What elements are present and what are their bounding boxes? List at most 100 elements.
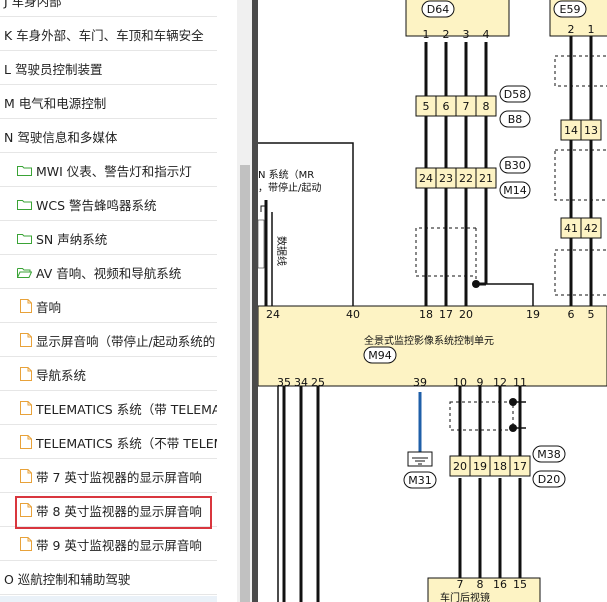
- door-mirror-unit: [427, 577, 541, 602]
- pin: 23: [439, 172, 453, 185]
- tree-item-telematics-without[interactable]: TELEMATICS 系统（不带 TELEMA: [0, 426, 217, 459]
- connector-b8-label: B8: [508, 113, 523, 126]
- pin: 18: [493, 460, 507, 473]
- connector-m31-tag: [403, 471, 437, 489]
- connector-d58-tag: [499, 85, 531, 103]
- connector-d58-label: D58: [504, 88, 526, 101]
- pin: 24: [266, 308, 280, 321]
- tree-item-label: 显示屏音响（带停止/起动系统的 M: [36, 333, 217, 349]
- pin: 41: [564, 222, 578, 235]
- pin: 4: [483, 28, 490, 41]
- pin: 34: [294, 376, 308, 389]
- pin: 12: [493, 376, 507, 389]
- pin: 24: [419, 172, 433, 185]
- tree-item-telematics-with[interactable]: TELEMATICS 系统（带 TELEMATI: [0, 392, 217, 425]
- wire-vertical-label: 数据线: [275, 236, 288, 266]
- connector-e-low: [560, 217, 602, 239]
- page-icon: [20, 401, 32, 415]
- pin: 20: [453, 460, 467, 473]
- folder-icon: [17, 199, 32, 210]
- pin: 25: [311, 376, 325, 389]
- page-icon: [20, 469, 32, 483]
- connector-d20-label: D20: [538, 473, 560, 486]
- connector-d20-tag: [532, 470, 566, 488]
- tree-item-j[interactable]: J 车身内部: [0, 0, 217, 17]
- shield-left: [415, 227, 476, 277]
- pin: 18: [419, 308, 433, 321]
- pin: 6: [568, 308, 575, 321]
- tree-item-audio[interactable]: 音响: [0, 290, 217, 323]
- tree-item-l[interactable]: L 驾驶员控制装置: [0, 52, 217, 85]
- scrollbar-thumb[interactable]: [240, 165, 250, 602]
- tree-item-7inch[interactable]: 带 7 英寸监视器的显示屏音响: [0, 460, 217, 493]
- connector-e-mid: [560, 119, 602, 141]
- wiring-diagram: D64 1 2 3 4 E59 2 1 5 6 7 8 D58 B8 1: [258, 0, 607, 602]
- tree-item-label: L 驾驶员控制装置: [4, 61, 103, 77]
- pin: 40: [346, 308, 360, 321]
- tree-item-navigation[interactable]: 导航系统: [0, 358, 217, 391]
- pin: 21: [479, 172, 493, 185]
- pin: 14: [564, 124, 578, 137]
- tree-item-k[interactable]: K 车身外部、车门、车顶和车辆安全: [0, 18, 217, 51]
- folder-icon: [17, 165, 32, 176]
- pin: 3: [463, 28, 470, 41]
- tree-item-mwi[interactable]: MWI 仪表、警告灯和指示灯: [0, 154, 217, 187]
- tree-item-m[interactable]: M 电气和电源控制: [0, 86, 217, 119]
- pin: 35: [277, 376, 291, 389]
- pin: 7: [457, 578, 464, 591]
- folder-open-icon: [17, 267, 32, 278]
- connector-m31-label: M31: [408, 474, 432, 487]
- tree-row-partial: [0, 596, 217, 602]
- tree-item-9inch[interactable]: 带 9 英寸监视器的显示屏音响: [0, 528, 217, 561]
- folder-icon: [17, 233, 32, 244]
- tree-item-label: SN 声纳系统: [36, 231, 108, 247]
- system-label-line1: N 系统（MR: [258, 168, 314, 181]
- connector-m38-label: M38: [537, 448, 561, 461]
- connector-d64-body: [405, 0, 510, 37]
- tree-item-label: 导航系统: [36, 367, 87, 383]
- pin: 2: [568, 23, 575, 36]
- system-label-line2: ，带停止/起动: [258, 181, 321, 194]
- connector-m14-label: M14: [503, 184, 527, 197]
- connector-m94-tag: [363, 346, 397, 364]
- pin: 5: [588, 308, 595, 321]
- pin: 8: [483, 100, 490, 113]
- tree-item-label: O 巡航控制和辅助驾驶: [4, 571, 131, 587]
- pin: 13: [584, 124, 598, 137]
- pin: 7: [463, 100, 470, 113]
- control-unit-name: 全景式监控影像系统控制单元: [364, 334, 494, 347]
- tree-item-8inch[interactable]: 带 8 英寸监视器的显示屏音响: [0, 494, 217, 527]
- pin: 19: [526, 308, 540, 321]
- page-icon: [20, 367, 32, 381]
- connector-m14-tag: [499, 181, 531, 199]
- wires-e59: [569, 36, 593, 306]
- sidebar-tree: J 车身内部 K 车身外部、车门、车顶和车辆安全 L 驾驶员控制装置 M 电气和…: [0, 0, 237, 602]
- tree-item-label: AV 音响、视频和导航系统: [36, 265, 182, 281]
- ground-icon: [407, 451, 433, 467]
- pin: 6: [443, 100, 450, 113]
- page-icon: [20, 333, 32, 347]
- connector-m38: [449, 455, 531, 477]
- pin: 1: [588, 23, 595, 36]
- connector-m38-tag: [532, 445, 566, 463]
- connector-d64-tag: [421, 0, 455, 18]
- tree-item-wcs[interactable]: WCS 警告蜂鸣器系统: [0, 188, 217, 221]
- tree-item-av[interactable]: AV 音响、视频和导航系统: [0, 256, 217, 289]
- pin: 16: [493, 578, 507, 591]
- tree-item-display-audio-ss[interactable]: 显示屏音响（带停止/起动系统的 M: [0, 324, 217, 357]
- tree-item-label: 音响: [36, 299, 62, 315]
- tree-item-sn[interactable]: SN 声纳系统: [0, 222, 217, 255]
- connector-d58: [415, 95, 497, 117]
- shield-right: [554, 55, 607, 296]
- tree-item-label: J 车身内部: [4, 0, 62, 9]
- pin: 11: [513, 376, 527, 389]
- pane-divider[interactable]: [252, 0, 258, 602]
- connector-d64-label: D64: [427, 3, 449, 16]
- tree-item-label: WCS 警告蜂鸣器系统: [36, 197, 157, 213]
- tree-item-o[interactable]: O 巡航控制和辅助驾驶: [0, 562, 217, 595]
- tree-item-n[interactable]: N 驾驶信息和多媒体: [0, 120, 217, 153]
- page-icon: [20, 299, 32, 313]
- selected-item-highlight: [15, 496, 212, 529]
- pin: 1: [423, 28, 430, 41]
- tree-item-label: 带 9 英寸监视器的显示屏音响: [36, 537, 202, 553]
